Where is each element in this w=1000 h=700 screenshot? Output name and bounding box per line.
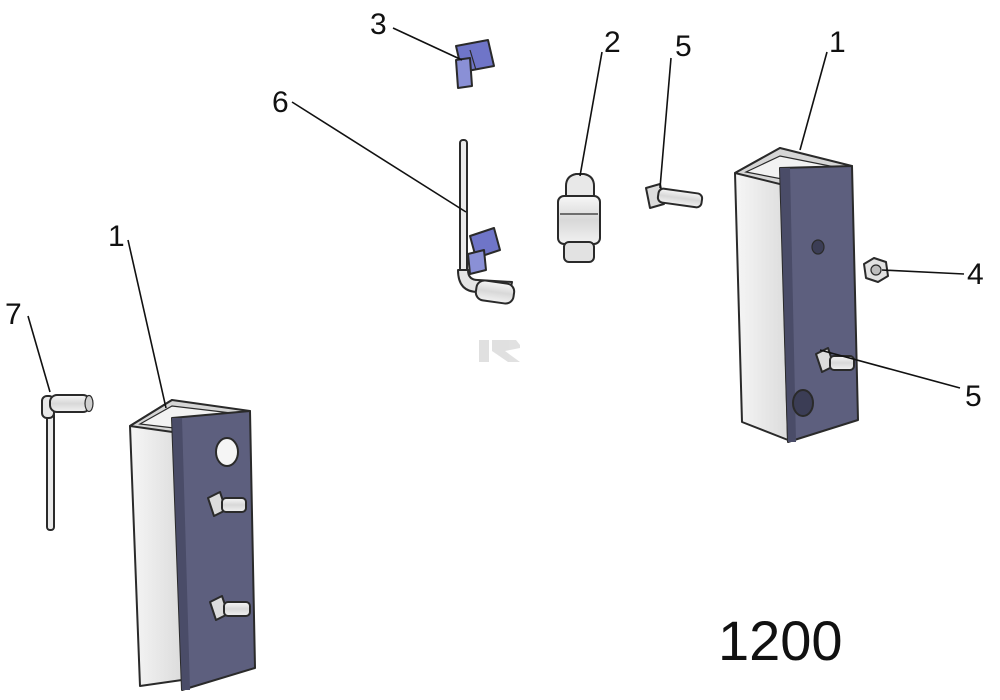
pin-with-clip <box>457 139 516 305</box>
l-pin <box>41 394 94 531</box>
watermark-logo <box>479 340 520 362</box>
callout-5-side: 5 <box>965 380 982 413</box>
leader-3 <box>392 27 463 61</box>
leader-7 <box>27 315 51 393</box>
left-bracket-bolt-lower <box>209 595 251 621</box>
right-bracket <box>734 147 859 443</box>
leader-1-left <box>127 239 167 409</box>
leader-lines <box>27 27 965 409</box>
left-bracket <box>129 399 256 691</box>
leader-4 <box>881 269 965 275</box>
left-bracket-bolt-upper <box>207 491 247 517</box>
leader-2 <box>579 51 603 177</box>
pin-clip-tab <box>467 227 501 275</box>
callout-1-left: 1 <box>108 220 125 253</box>
clip-part <box>455 39 495 89</box>
callout-3: 3 <box>370 8 387 41</box>
leader-5-top <box>659 57 672 189</box>
callout-5-top: 5 <box>675 30 692 63</box>
callout-7: 7 <box>5 298 22 331</box>
callout-1-right: 1 <box>829 26 846 59</box>
bolt-part-top <box>645 183 704 209</box>
callout-6: 6 <box>272 86 289 119</box>
nut-part <box>863 257 889 283</box>
callout-4: 4 <box>967 258 984 291</box>
spacer-part <box>557 173 601 263</box>
callout-labels: 3 6 2 5 1 4 5 1 7 <box>5 8 984 413</box>
leader-6 <box>291 101 467 213</box>
drawing-number: 1200 <box>718 609 843 672</box>
leader-5-side <box>819 349 961 389</box>
leader-1-right <box>799 51 828 151</box>
callout-2: 2 <box>604 26 621 59</box>
